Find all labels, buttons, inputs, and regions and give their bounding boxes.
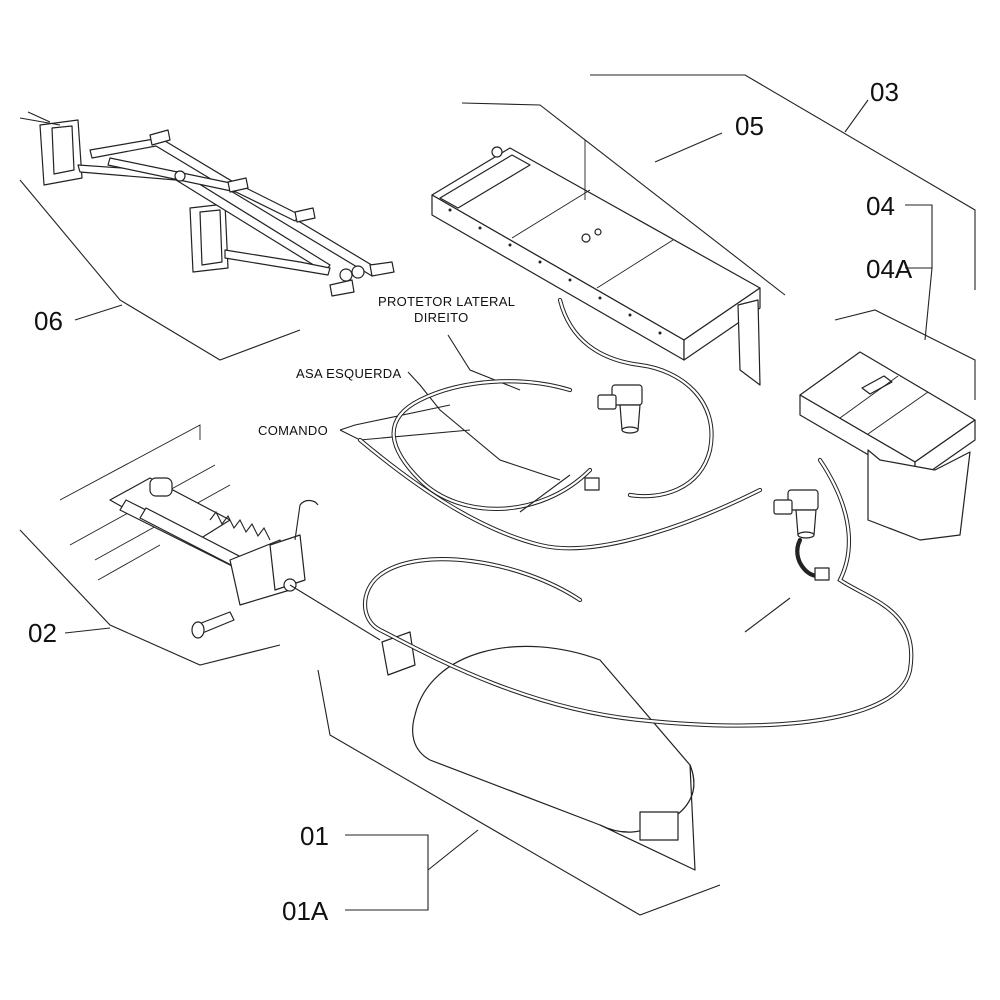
long-tank-05 bbox=[431, 140, 761, 386]
main-tank-01 bbox=[381, 631, 696, 871]
label-04a: 04A bbox=[866, 254, 913, 284]
rivet-row bbox=[448, 208, 662, 335]
control-mechanism-02 bbox=[59, 424, 381, 641]
label-06: 06 bbox=[34, 306, 63, 336]
spring bbox=[209, 510, 271, 541]
label-01: 01 bbox=[300, 821, 329, 851]
label-03: 03 bbox=[870, 77, 899, 107]
part-labels: 03 05 04 04A 06 02 01 01A PROTETOR LATER… bbox=[28, 77, 913, 926]
label-04: 04 bbox=[866, 191, 895, 221]
filter-valve-lower bbox=[773, 489, 830, 581]
label-asa-esquerda: ASA ESQUERDA bbox=[296, 366, 401, 381]
hose-network bbox=[357, 297, 914, 728]
small-tank-04 bbox=[799, 351, 976, 541]
filter-valve-upper bbox=[584, 384, 643, 491]
label-01a: 01A bbox=[282, 896, 329, 926]
label-comando: COMANDO bbox=[258, 423, 328, 438]
label-direito: DIREITO bbox=[414, 310, 469, 325]
frame-support-assembly bbox=[19, 111, 395, 297]
label-protetor-lateral: PROTETOR LATERAL bbox=[378, 294, 515, 309]
label-05: 05 bbox=[735, 111, 764, 141]
label-02: 02 bbox=[28, 618, 57, 648]
